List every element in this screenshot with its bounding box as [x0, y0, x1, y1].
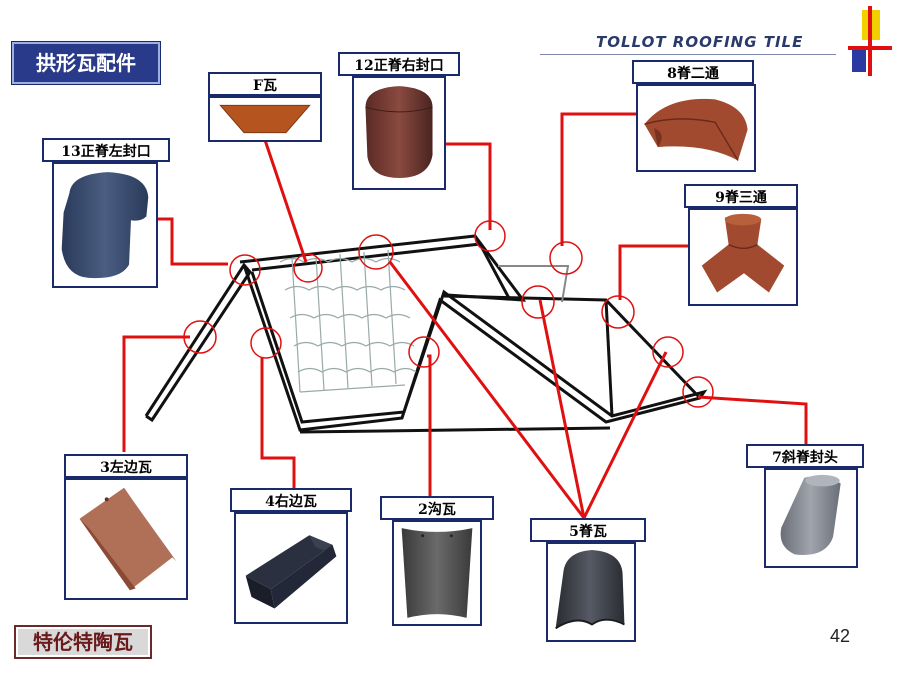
image-ridge-right-cap [352, 76, 446, 190]
footer-company-logo: 特伦特陶瓦 [14, 625, 152, 659]
image-ridge-left-cap [52, 162, 158, 288]
label-ridge-left-cap: 13正脊左封口 [42, 138, 170, 162]
roof-outline [144, 234, 708, 434]
image-ridge-three-way [688, 208, 798, 306]
image-ridge-two-way [636, 84, 756, 172]
label-right-edge: 4右边瓦 [230, 488, 352, 512]
image-valley [392, 520, 482, 626]
label-ridge-three-way: 9脊三通 [684, 184, 798, 208]
label-ridge: 5脊瓦 [530, 518, 646, 542]
label-ridge-two-way: 8脊二通 [632, 60, 754, 84]
tile-lattice [279, 249, 417, 393]
brand-logo-mark [848, 6, 892, 76]
label-valley: 2沟瓦 [380, 496, 494, 520]
label-ridge-right-cap: 12正脊右封口 [338, 52, 460, 76]
brand-logo-text: TOLLOT ROOFING TILE [596, 33, 804, 51]
callout-lines [122, 112, 808, 519]
page-number: 42 [829, 626, 850, 646]
image-ridge [546, 542, 636, 642]
image-left-edge [64, 478, 188, 600]
label-hip-end: 7斜脊封头 [746, 444, 864, 468]
brand-underline [540, 54, 836, 55]
image-f-tile [208, 96, 322, 142]
callout-circles [183, 220, 714, 408]
image-hip-end [764, 468, 858, 568]
label-left-edge: 3左边瓦 [64, 454, 188, 478]
label-f-tile: F瓦 [208, 72, 322, 96]
image-right-edge [234, 512, 348, 624]
page-title: 拱形瓦配件 [12, 42, 160, 84]
